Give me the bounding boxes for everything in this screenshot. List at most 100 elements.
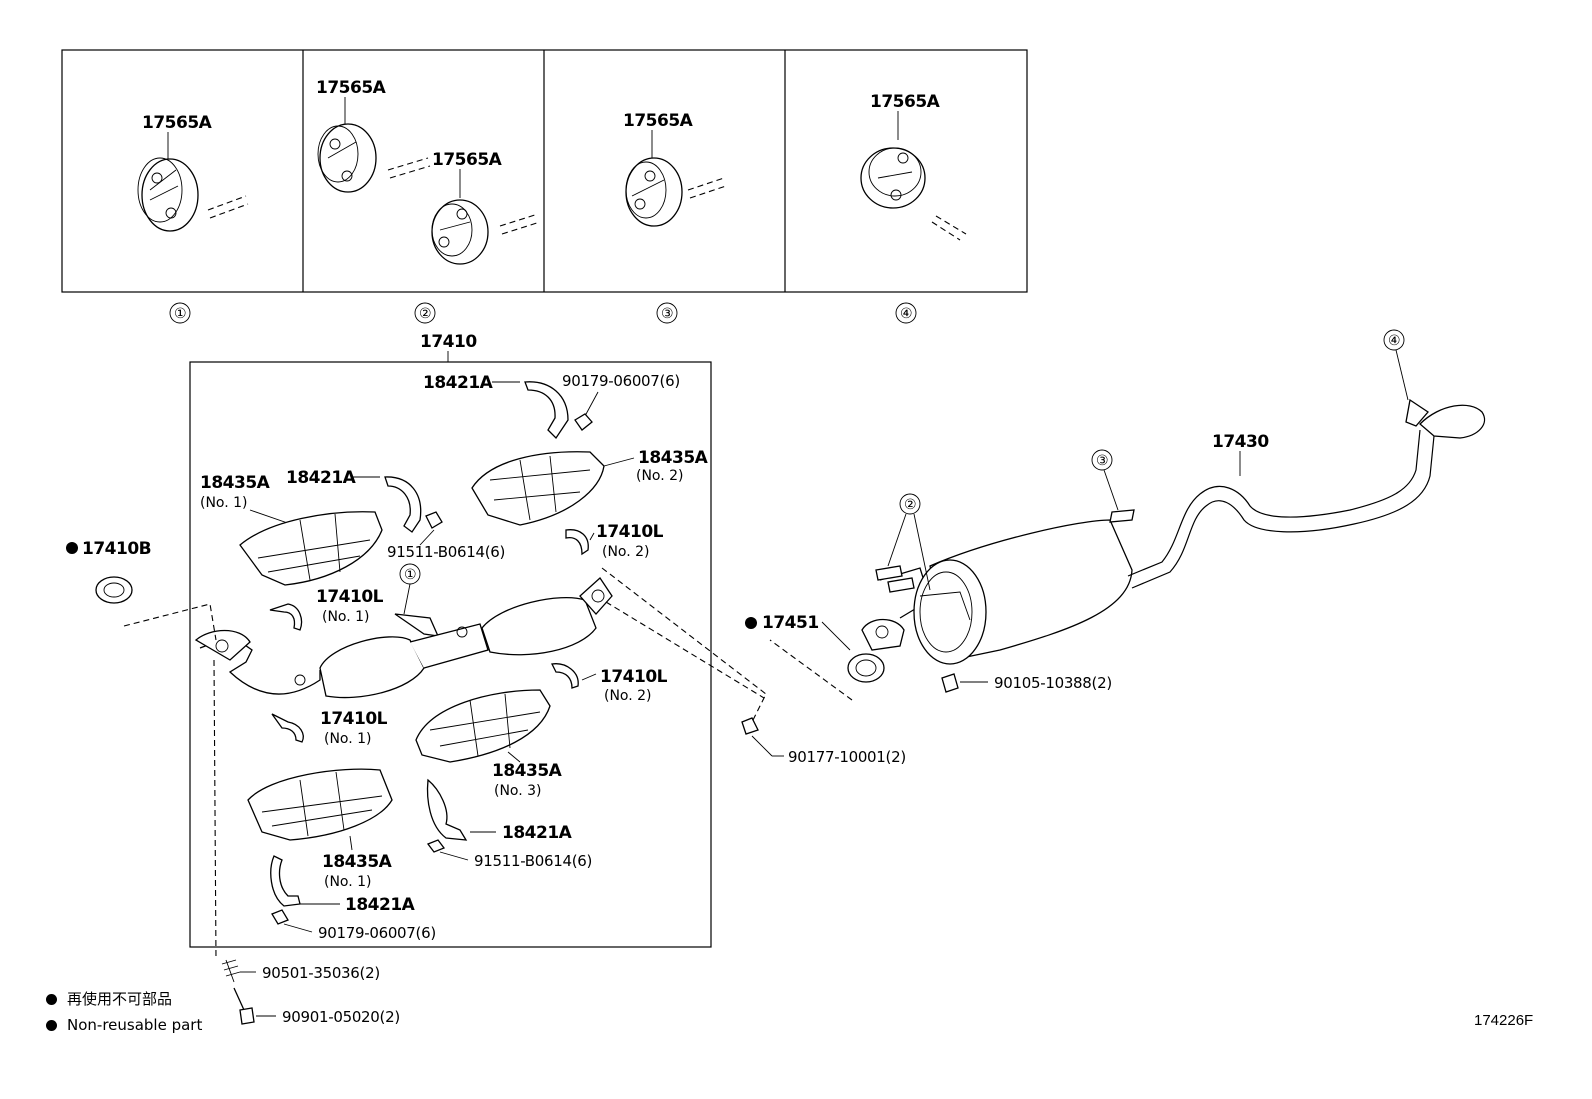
hanger-panels: [61, 49, 1028, 293]
clamp-17410L: [565, 529, 589, 556]
clamp-17410L: [551, 663, 579, 689]
hanger-rod: [887, 577, 915, 593]
label-17410L-r: 17410L: [596, 522, 664, 542]
converter-assembly: 17410 18421A 90179-06007(6) 18435A (No. …: [189, 332, 712, 948]
label-91511-low: 91511-B0614(6): [474, 852, 592, 870]
non-reusable-dot-icon: [745, 617, 757, 629]
hanger-icon: [137, 157, 199, 232]
converter-rear: [481, 597, 597, 656]
legend-row-jp: 再使用不可部品: [46, 986, 202, 1012]
clamp-17410L: [271, 713, 304, 743]
tailpipe-lower: [1131, 435, 1435, 589]
panel-2-index: ②: [419, 306, 432, 322]
panel-2-label-b: 17565A: [432, 150, 503, 170]
nut-icon: [271, 909, 289, 925]
label-18421A-mid: 18421A: [286, 468, 357, 488]
label-90105: 90105-10388(2): [994, 674, 1112, 692]
gasket-17451: 17451 90177-10001(2): [601, 567, 906, 766]
nut-icon: [741, 717, 759, 735]
callout-1: ①: [404, 567, 417, 583]
panel-3-label: 17565A: [623, 111, 694, 131]
hanger-rod: [394, 613, 440, 637]
tailpipe-upper: [1127, 429, 1421, 577]
legend: 再使用不可部品 Non-reusable part: [46, 986, 202, 1038]
label-90179-top: 90179-06007(6): [562, 372, 680, 390]
bolt-icon: [239, 1007, 255, 1025]
label-90179-bot: 90179-06007(6): [318, 924, 436, 942]
label-18435A-no3: 18435A: [492, 761, 563, 781]
label-17410L-r2-sub: (No. 2): [604, 688, 652, 704]
flange-icon: [579, 577, 613, 615]
label-18421A-top: 18421A: [423, 373, 494, 393]
label-18435A-no1b: 18435A: [322, 852, 393, 872]
label-90501: 90501-35036(2): [262, 964, 380, 982]
figure-number: 174226F: [1474, 1012, 1534, 1029]
panel-4: 17565A ④: [860, 92, 967, 324]
panel-4-index: ④: [900, 306, 913, 322]
callout-4: ④: [1388, 333, 1401, 349]
bolts: 90501-35036(2) 90901-05020(2): [213, 659, 400, 1026]
label-18421A-bot: 18421A: [345, 895, 416, 915]
bolt-icon: [426, 839, 446, 853]
tailpipe-17430: 90105-10388(2) 17430 ② ③ ④: [861, 329, 1486, 693]
nut-icon: [574, 413, 593, 431]
non-reusable-dot-icon: [46, 993, 57, 1005]
gasket-icon: [95, 576, 133, 604]
legend-row-en: Non-reusable part: [46, 1012, 202, 1038]
flange-icon: [194, 629, 251, 661]
bracket-18421A-top: [524, 381, 569, 440]
panel-3: 17565A ③: [623, 111, 727, 324]
callout-3: ③: [1096, 453, 1109, 469]
label-18435A-no1a-sub: (No. 1): [200, 495, 248, 511]
label-17430: 17430: [1212, 432, 1269, 452]
bolt-icon: [941, 673, 959, 693]
gasket-icon: [847, 653, 885, 683]
spring-icon: [221, 959, 241, 977]
label-18435A-no1b-sub: (No. 1): [324, 874, 372, 890]
bolt-icon: [425, 511, 443, 529]
label-18435A-no3-sub: (No. 3): [494, 783, 542, 799]
label-17410L-r2: 17410L: [600, 667, 668, 687]
panel-3-index: ③: [661, 306, 674, 322]
heat-shield-no1a: [239, 511, 383, 586]
panel-2: 17565A 17565A ②: [316, 78, 541, 324]
hanger-rod: [875, 565, 903, 581]
panel-1: 17565A ①: [137, 113, 249, 324]
hanger-icon: [317, 123, 377, 193]
legend-text-jp: 再使用不可部品: [67, 990, 173, 1008]
clamp-17410L: [269, 603, 303, 631]
converter-front: [319, 636, 425, 699]
non-reusable-dot-icon: [66, 542, 78, 554]
callout-2: ②: [904, 497, 917, 513]
label-91511-top: 91511-B0614(6): [387, 543, 505, 561]
legend-text-en: Non-reusable part: [67, 1016, 203, 1034]
hanger-rod: [1405, 398, 1429, 427]
label-18435A-no1a: 18435A: [200, 473, 271, 493]
label-17410L-no1b: 17410L: [320, 709, 388, 729]
gasket-17410B: 17410B: [66, 539, 217, 641]
label-18421A-low: 18421A: [502, 823, 573, 843]
label-18435A-no2-sub: (No. 2): [636, 468, 684, 484]
hanger-icon: [860, 147, 926, 209]
assembly-label: 17410: [420, 332, 477, 352]
label-17410B: 17410B: [82, 539, 151, 559]
panel-2-label-a: 17565A: [316, 78, 387, 98]
hanger-icon: [625, 157, 683, 227]
heat-shield-no3: [415, 689, 551, 763]
panel-1-label: 17565A: [142, 113, 213, 133]
heat-shield-no2: [471, 451, 605, 526]
label-17410L-no1a: 17410L: [316, 587, 384, 607]
bracket-18421A-low: [426, 778, 468, 841]
label-18435A-no2: 18435A: [638, 448, 709, 468]
label-90901: 90901-05020(2): [282, 1008, 400, 1026]
label-17410L-r-sub: (No. 2): [602, 544, 650, 560]
panel-1-index: ①: [174, 306, 187, 322]
label-17410L-no1b-sub: (No. 1): [324, 731, 372, 747]
bracket-18421A-mid: [384, 476, 422, 533]
label-17451: 17451: [762, 613, 819, 633]
bracket-18421A-bottom: [270, 855, 301, 907]
panel-4-label: 17565A: [870, 92, 941, 112]
label-90177: 90177-10001(2): [788, 748, 906, 766]
hanger-rod: [1109, 509, 1135, 523]
